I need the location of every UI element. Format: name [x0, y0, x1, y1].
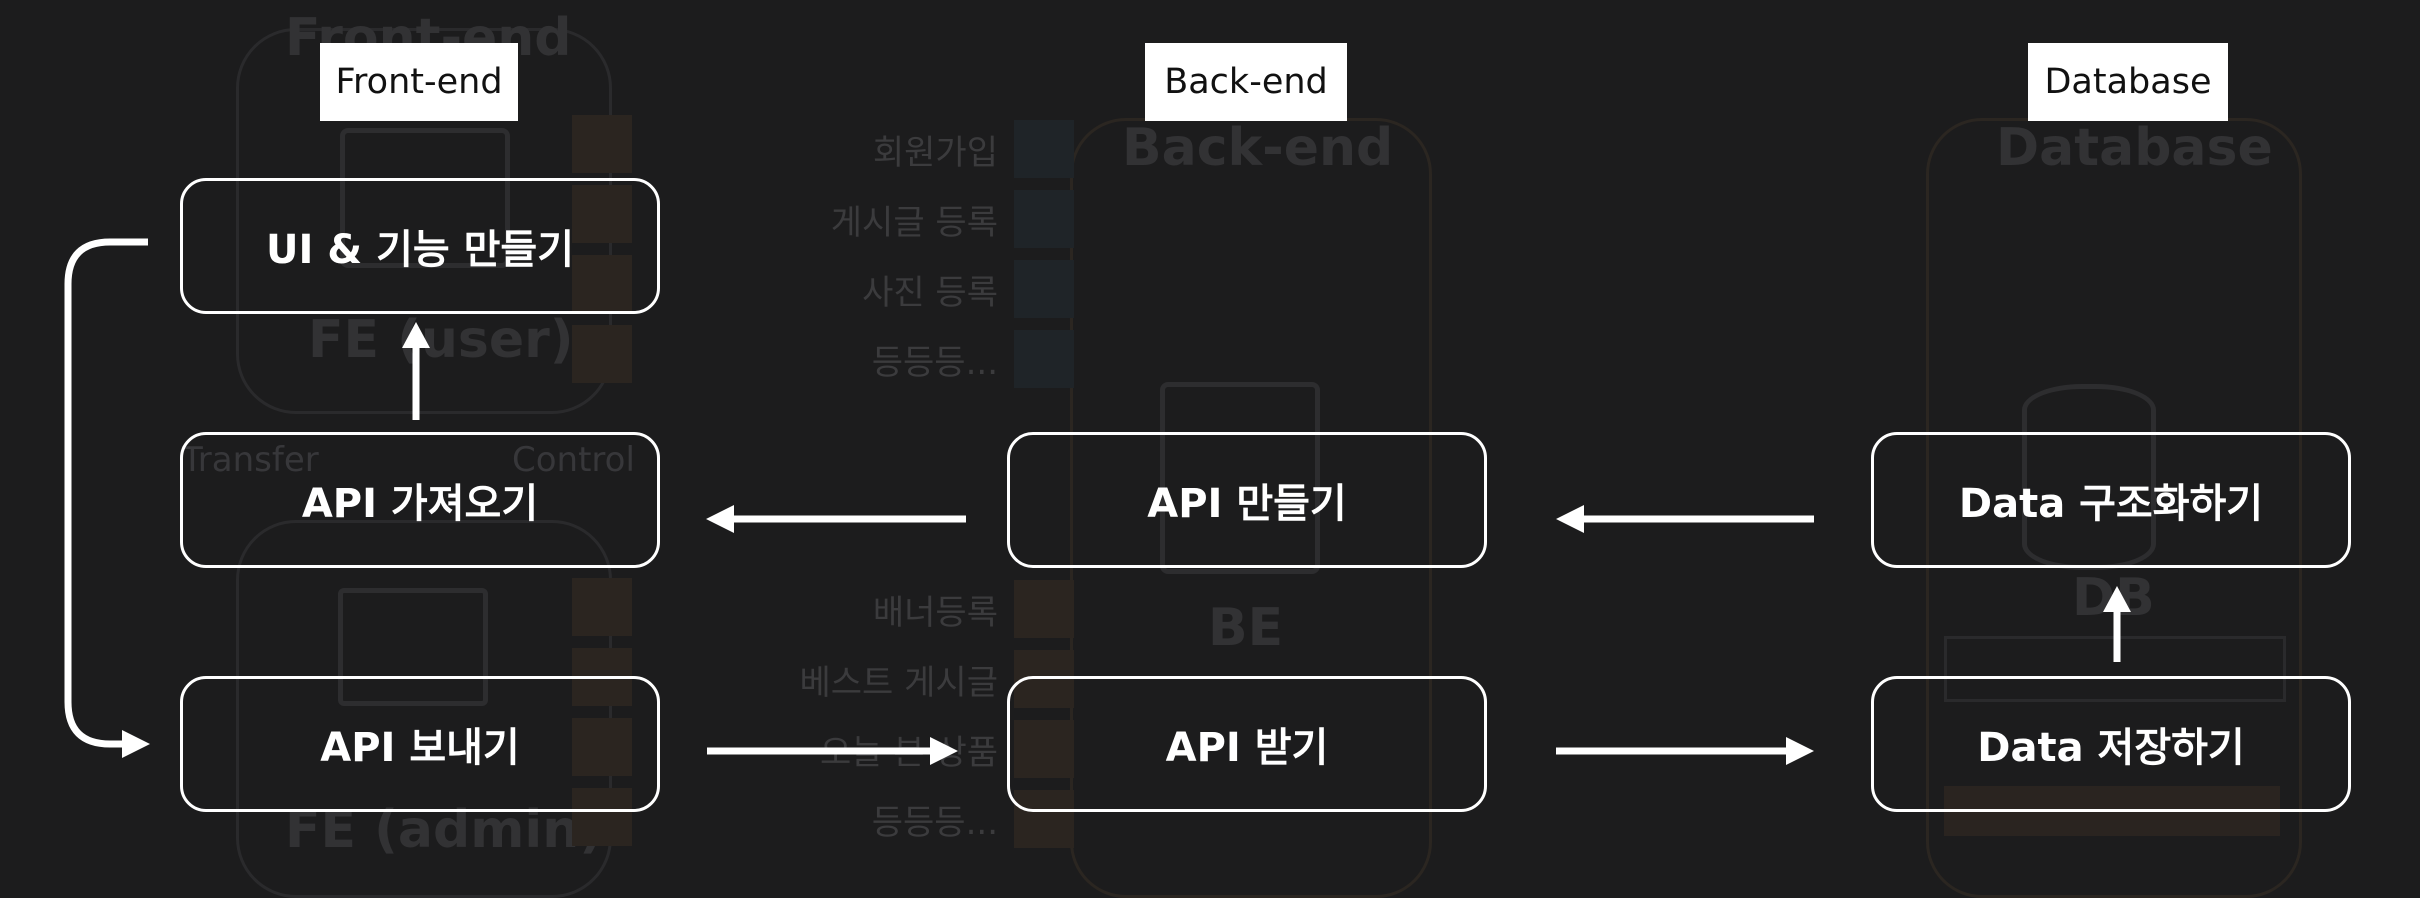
- bottom-feature-item: 베스트 게시글: [799, 663, 999, 703]
- ui-function-box: UI & 기능 만들기: [180, 178, 660, 314]
- frontend-header: Front-end: [320, 43, 518, 121]
- api-receive-box: API 받기: [1007, 676, 1487, 812]
- data-save-box: Data 저장하기: [1871, 676, 2351, 812]
- database-ghost-title: Database: [1996, 118, 2273, 178]
- be-ghost-label: BE: [1208, 598, 1284, 658]
- top-feature-item: 사진 등록: [862, 273, 998, 313]
- top-feature-list: 회원가입 게시글 등록 사진 등록 등등등...: [790, 118, 998, 398]
- ghost-tile: [1014, 580, 1074, 638]
- ghost-tile: [572, 325, 632, 383]
- receive-to-save-arrowhead: [1786, 737, 1814, 765]
- ghost-tile: [572, 788, 632, 846]
- fetch-to-ui-arrowhead: [402, 322, 430, 348]
- control-ghost-label: Control: [512, 440, 635, 480]
- ghost-tile: [1014, 190, 1074, 248]
- top-feature-item: 게시글 등록: [830, 203, 998, 243]
- loop-arrowhead: [122, 730, 150, 758]
- fe-admin-ghost-icon: [338, 588, 488, 706]
- ghost-tile: [1014, 260, 1074, 318]
- database-header: Database: [2028, 43, 2228, 121]
- make-to-fetch-arrowhead: [706, 505, 734, 533]
- save-to-structure-arrowhead: [2103, 586, 2131, 612]
- be-server-ghost-icon: [1160, 382, 1320, 574]
- ghost-tile: [572, 115, 632, 173]
- api-send-box: API 보내기: [180, 676, 660, 812]
- api-make-box: API 만들기: [1007, 432, 1487, 568]
- fe-user-ghost-label: FE (user): [308, 310, 574, 370]
- ghost-tile: [572, 578, 632, 636]
- send-to-receive-arrowhead: [930, 737, 958, 765]
- top-feature-item: 등등등...: [871, 343, 998, 383]
- api-fetch-box: API 가져오기: [180, 432, 660, 568]
- ghost-tile: [1014, 720, 1074, 778]
- bottom-feature-item: 등등등...: [871, 803, 998, 843]
- ghost-tile: [1014, 120, 1074, 178]
- ghost-tile: [572, 718, 632, 776]
- backend-header: Back-end: [1145, 43, 1347, 121]
- structure-to-make-arrowhead: [1556, 505, 1584, 533]
- ghost-tile: [572, 185, 632, 243]
- loop-arrow-line: [64, 238, 148, 748]
- fe-user-ghost-icon: [340, 128, 510, 268]
- bottom-feature-item: 배너등록: [872, 593, 998, 633]
- ghost-tile: [572, 255, 632, 313]
- top-feature-item: 회원가입: [872, 133, 998, 173]
- backend-ghost-title: Back-end: [1122, 118, 1394, 178]
- ghost-tile: [1014, 330, 1074, 388]
- data-structure-box: Data 구조화하기: [1871, 432, 2351, 568]
